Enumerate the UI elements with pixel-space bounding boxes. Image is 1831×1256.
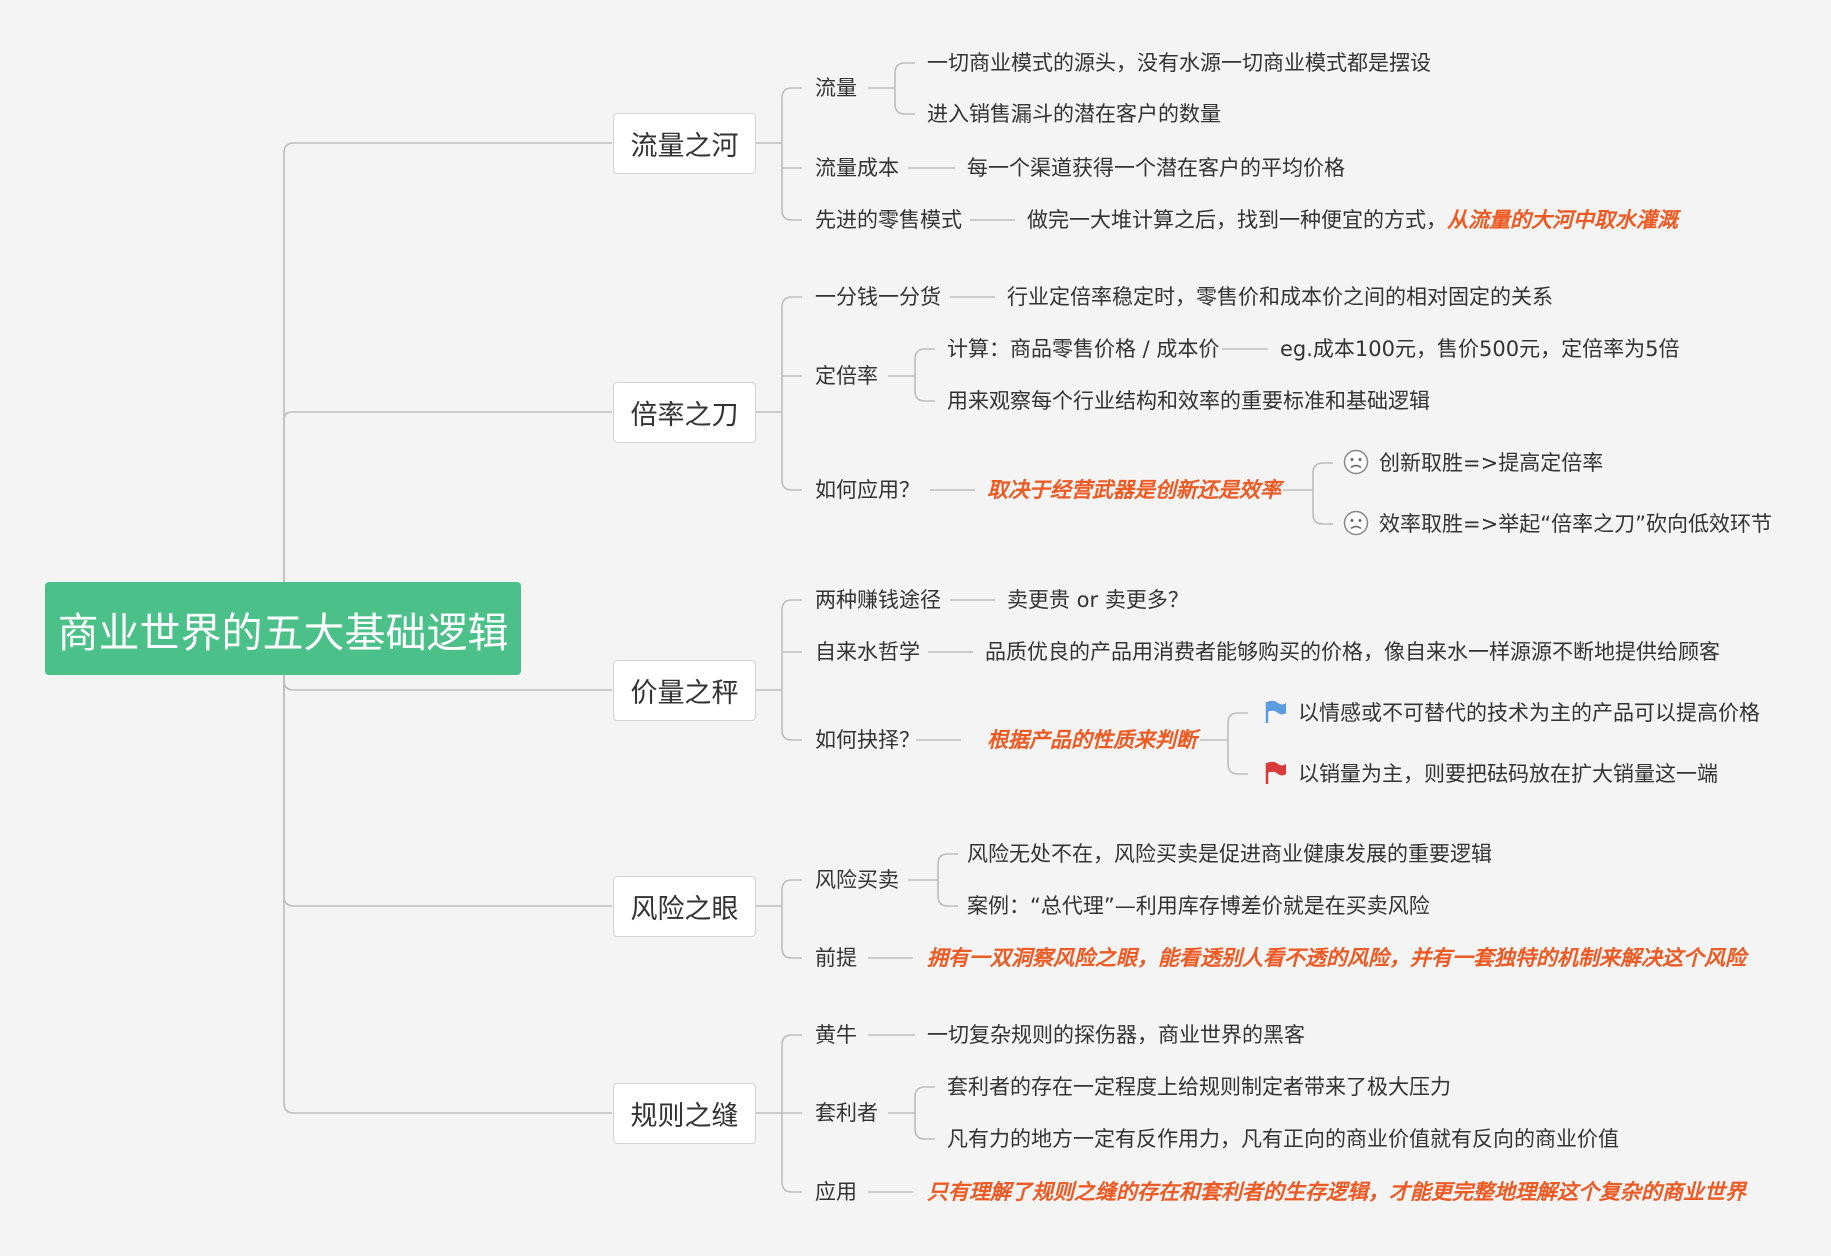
- retail-detail-emphasis: 从流量的大河中取水灌溉: [1447, 208, 1678, 232]
- node-two-ways-detail[interactable]: 卖更贵 or 卖更多？: [1007, 588, 1189, 612]
- node-traffic-detail-1[interactable]: 一切商业模式的源头，没有水源一切商业模式都是摆设: [927, 51, 1431, 75]
- node-scalper-detail[interactable]: 一切复杂规则的探伤器，商业世界的黑客: [927, 1023, 1305, 1047]
- node-traffic-cost-detail[interactable]: 每一个渠道获得一个潜在客户的平均价格: [967, 156, 1345, 180]
- topic-price-volume-scale[interactable]: 价量之秤: [613, 660, 756, 721]
- retail-detail-text: 做完一大堆计算之后，找到一种便宜的方式，: [1027, 208, 1447, 232]
- node-apply-emphasis[interactable]: 取决于经营武器是创新还是效率: [987, 478, 1281, 502]
- node-option-innovation[interactable]: 创新取胜=>提高定倍率: [1379, 451, 1604, 475]
- node-arbitrageur-detail-2[interactable]: 凡有力的地方一定有反作用力，凡有正向的商业价值就有反向的商业价值: [947, 1127, 1619, 1151]
- node-retail-model[interactable]: 先进的零售模式: [815, 208, 962, 232]
- node-tapwater-detail[interactable]: 品质优良的产品用消费者能够购买的价格，像自来水一样源源不断地提供给顾客: [985, 640, 1720, 664]
- node-markup-ratio[interactable]: 定倍率: [815, 364, 878, 388]
- node-premise-emphasis[interactable]: 拥有一双洞察风险之眼，能看透别人看不透的风险，并有一套独特的机制来解决这个风险: [927, 946, 1746, 970]
- sad-face-icon: [1343, 510, 1369, 536]
- node-arbitrageur-detail-1[interactable]: 套利者的存在一定程度上给规则制定者带来了极大压力: [947, 1075, 1451, 1099]
- topic-traffic-river[interactable]: 流量之河: [613, 113, 756, 174]
- node-option-raise-price[interactable]: 以情感或不可替代的技术为主的产品可以提高价格: [1298, 701, 1760, 725]
- topic-ratio-knife[interactable]: 倍率之刀: [613, 382, 756, 443]
- node-traffic-cost[interactable]: 流量成本: [815, 156, 899, 180]
- node-traffic[interactable]: 流量: [815, 76, 857, 100]
- node-premise[interactable]: 前提: [815, 946, 857, 970]
- node-risk-trade-detail-2[interactable]: 案例：“总代理”—利用库存博差价就是在买卖风险: [967, 894, 1430, 918]
- node-price-quality[interactable]: 一分钱一分货: [815, 285, 941, 309]
- red-flag-icon: [1262, 760, 1288, 786]
- node-price-quality-detail[interactable]: 行业定倍率稳定时，零售价和成本价之间的相对固定的关系: [1007, 285, 1553, 309]
- root-topic[interactable]: 商业世界的五大基础逻辑: [45, 582, 521, 675]
- node-arbitrageur[interactable]: 套利者: [815, 1101, 878, 1125]
- blue-flag-icon: [1262, 699, 1288, 725]
- node-risk-trade-detail-1[interactable]: 风险无处不在，风险买卖是促进商业健康发展的重要逻辑: [967, 842, 1492, 866]
- node-ratio-example[interactable]: eg.成本100元，售价500元，定倍率为5倍: [1280, 337, 1680, 361]
- node-retail-model-detail[interactable]: 做完一大堆计算之后，找到一种便宜的方式，从流量的大河中取水灌溉: [1027, 206, 1678, 234]
- node-option-volume[interactable]: 以销量为主，则要把砝码放在扩大销量这一端: [1298, 762, 1718, 786]
- node-rule-apply-emphasis[interactable]: 只有理解了规则之缝的存在和套利者的生存逻辑，才能更完整地理解这个复杂的商业世界: [927, 1180, 1746, 1204]
- node-how-apply[interactable]: 如何应用？: [815, 478, 920, 502]
- node-scalper[interactable]: 黄牛: [815, 1023, 857, 1047]
- node-risk-trade[interactable]: 风险买卖: [815, 868, 899, 892]
- node-two-ways[interactable]: 两种赚钱途径: [815, 588, 941, 612]
- node-option-efficiency[interactable]: 效率取胜=>举起“倍率之刀”砍向低效环节: [1379, 512, 1772, 536]
- node-how-choose[interactable]: 如何抉择？: [815, 728, 920, 752]
- node-choose-emphasis[interactable]: 根据产品的性质来判断: [987, 728, 1197, 752]
- node-rule-apply[interactable]: 应用: [815, 1180, 857, 1204]
- topic-rule-gap[interactable]: 规则之缝: [613, 1083, 756, 1144]
- topic-risk-eye[interactable]: 风险之眼: [613, 876, 756, 937]
- node-tapwater[interactable]: 自来水哲学: [815, 640, 920, 664]
- node-traffic-detail-2[interactable]: 进入销售漏斗的潜在客户的数量: [927, 102, 1221, 126]
- node-ratio-usage[interactable]: 用来观察每个行业结构和效率的重要标准和基础逻辑: [947, 389, 1430, 413]
- sad-face-icon: [1343, 449, 1369, 475]
- node-ratio-formula[interactable]: 计算：商品零售价格 / 成本价: [947, 337, 1220, 361]
